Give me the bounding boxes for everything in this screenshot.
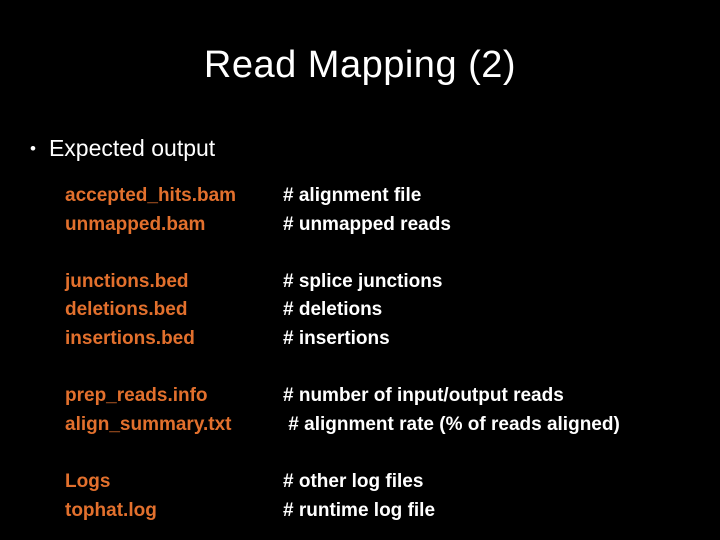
table-row: prep_reads.info # number of input/output… (65, 382, 705, 411)
table-row: deletions.bed # deletions (65, 296, 705, 325)
file-name: prep_reads.info (65, 385, 208, 407)
file-name: align_summary.txt (65, 413, 232, 435)
table-row: accepted_hits.bam # alignment file (65, 182, 705, 211)
file-comment: # alignment rate (% of reads aligned) (283, 413, 620, 435)
file-name: deletions.bed (65, 299, 188, 321)
file-comment: # deletions (283, 299, 383, 321)
table-row: align_summary.txt # alignment rate (% of… (65, 411, 705, 440)
file-comment: # insertions (283, 327, 390, 349)
file-comment: # number of input/output reads (283, 385, 564, 407)
file-name: Logs (65, 470, 111, 492)
file-comment: # unmapped reads (283, 213, 451, 235)
expected-output-table: accepted_hits.bam # alignment file unmap… (65, 182, 705, 540)
file-group-logs: Logs # other log files tophat.log # runt… (65, 468, 705, 525)
table-row: junctions.bed # splice junctions (65, 268, 705, 297)
table-row: tophat.log # runtime log file (65, 497, 705, 526)
table-row: insertions.bed # insertions (65, 325, 705, 354)
file-comment: # splice junctions (283, 270, 443, 292)
table-row: Logs # other log files (65, 468, 705, 497)
table-row: unmapped.bam # unmapped reads (65, 211, 705, 240)
file-name: accepted_hits.bam (65, 185, 237, 206)
file-name: insertions.bed (65, 327, 195, 349)
file-group-bed: junctions.bed # splice junctions deletio… (65, 268, 705, 354)
bullet-item: • Expected output (30, 135, 215, 162)
file-group-summary: prep_reads.info # number of input/output… (65, 382, 705, 439)
bullet-dot-icon: • (30, 139, 36, 158)
file-comment: # runtime log file (283, 499, 436, 521)
file-group-bam: accepted_hits.bam # alignment file unmap… (65, 182, 705, 239)
file-comment: # alignment file (283, 185, 422, 206)
bullet-text: Expected output (48, 135, 216, 161)
file-name: tophat.log (65, 499, 157, 521)
file-name: junctions.bed (65, 270, 189, 292)
file-comment: # other log files (283, 470, 424, 492)
file-name: unmapped.bam (65, 213, 206, 235)
slide-title: Read Mapping (2) (203, 44, 517, 86)
